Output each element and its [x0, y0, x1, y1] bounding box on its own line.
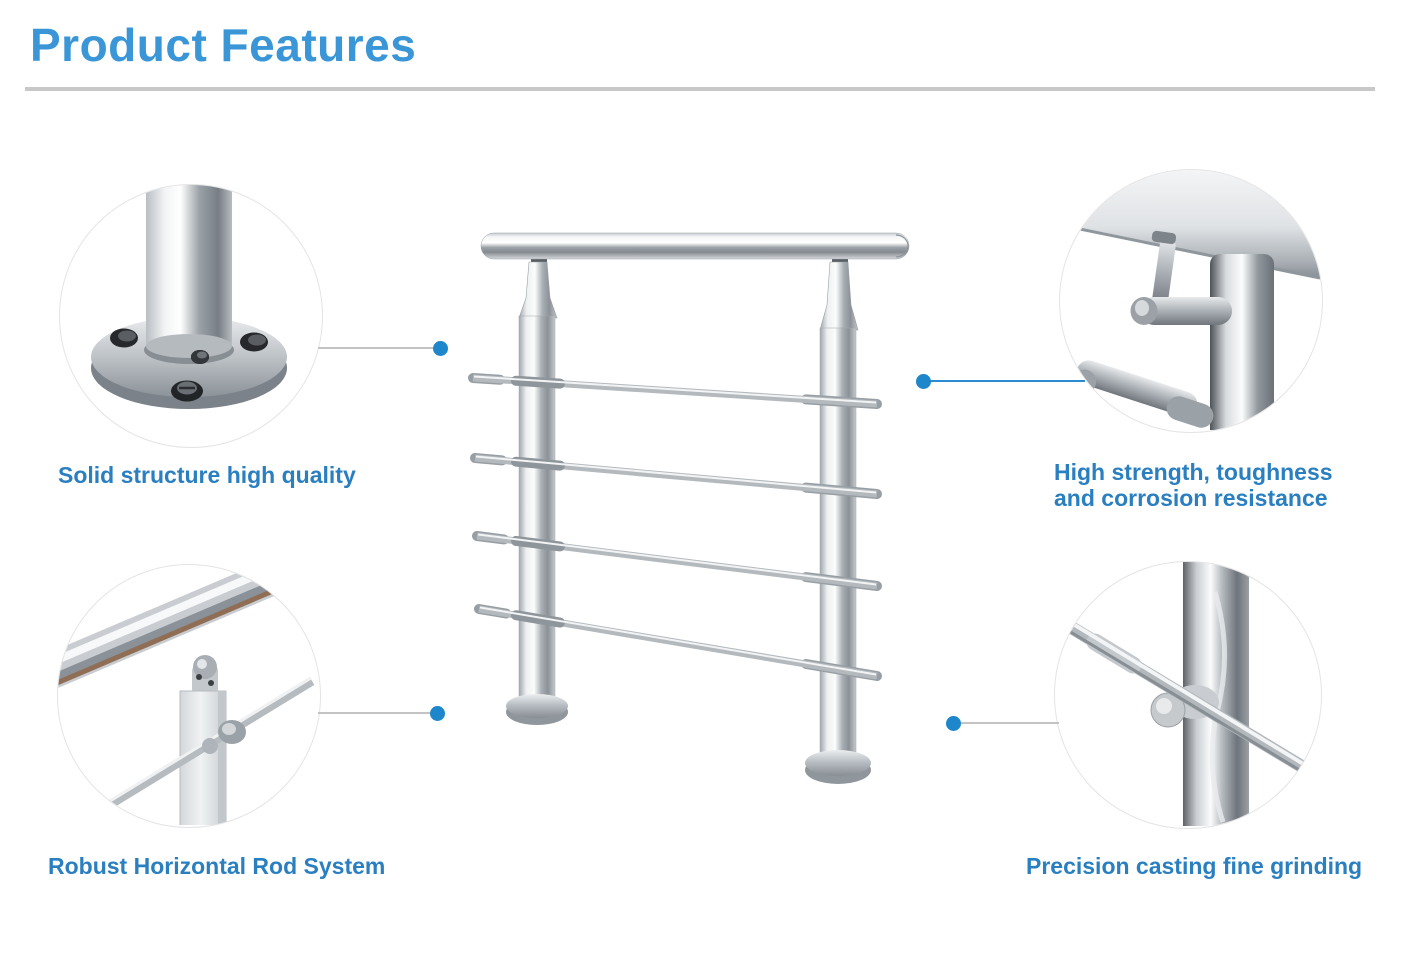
callout-circle-bottom-right: [1054, 561, 1322, 829]
connector-line-top-right: [925, 380, 1085, 382]
crossbar-rod-3: [472, 531, 882, 591]
page-title: Product Features: [30, 19, 417, 71]
callout-circle-top-right: [1059, 169, 1323, 433]
title-underline: [25, 87, 1375, 91]
post-cylinder: [144, 185, 234, 364]
base-flange: [91, 317, 287, 409]
diagonal-handrail-tube: [58, 565, 281, 689]
connector-dot-top-right: [916, 374, 931, 389]
diagonal-crossbar-rod: [1055, 614, 1315, 779]
lower-crossbar: [1071, 360, 1214, 428]
mount-pin: [1151, 230, 1177, 306]
crossbar-rod-1: [468, 373, 882, 409]
square-post-rod-joint-detail-image: [58, 565, 315, 825]
connector-dot-bottom-left: [430, 706, 445, 721]
flange-screw: [171, 380, 203, 402]
railing-product-image: [468, 232, 910, 784]
handrail-joint-detail-image: [1060, 170, 1320, 430]
connector-line-top-left: [318, 347, 440, 349]
caption-high-strength-line1: High strength, toughness: [1054, 459, 1333, 485]
callout-circle-top-left: [59, 184, 323, 448]
caption-robust-rod: Robust Horizontal Rod System: [48, 853, 386, 879]
connector-line-bottom-right: [955, 722, 1059, 724]
right-post: [805, 257, 871, 784]
left-post: [506, 257, 568, 725]
caption-high-strength: High strength, toughness and corrosion r…: [1054, 459, 1333, 511]
callout-circle-bottom-left: [57, 564, 321, 828]
caption-solid-structure: Solid structure high quality: [58, 462, 356, 488]
flange-screw-hole: [240, 332, 268, 352]
connector-dot-bottom-right: [946, 716, 961, 731]
thin-crossbar-rod: [77, 676, 315, 825]
connector-line-bottom-left: [318, 712, 437, 714]
flange-screw-hole: [110, 328, 138, 348]
handrail: [480, 232, 910, 260]
connector-dot-top-left: [433, 341, 448, 356]
crossbar-connector: [1130, 297, 1232, 325]
crossbar-rod-2: [470, 453, 882, 499]
handrail-plate: [1060, 170, 1320, 280]
cylinder-set-screw: [191, 350, 209, 364]
caption-high-strength-line2: and corrosion resistance: [1054, 485, 1328, 511]
rod-post-connector-detail-image: [1055, 562, 1315, 826]
crossbar-rod-4: [474, 604, 882, 681]
ball-joint: [192, 655, 218, 695]
caption-precision-casting: Precision casting fine grinding: [1026, 853, 1363, 879]
vertical-post: [1210, 254, 1274, 430]
post-base-flange-detail-image: [91, 185, 287, 409]
